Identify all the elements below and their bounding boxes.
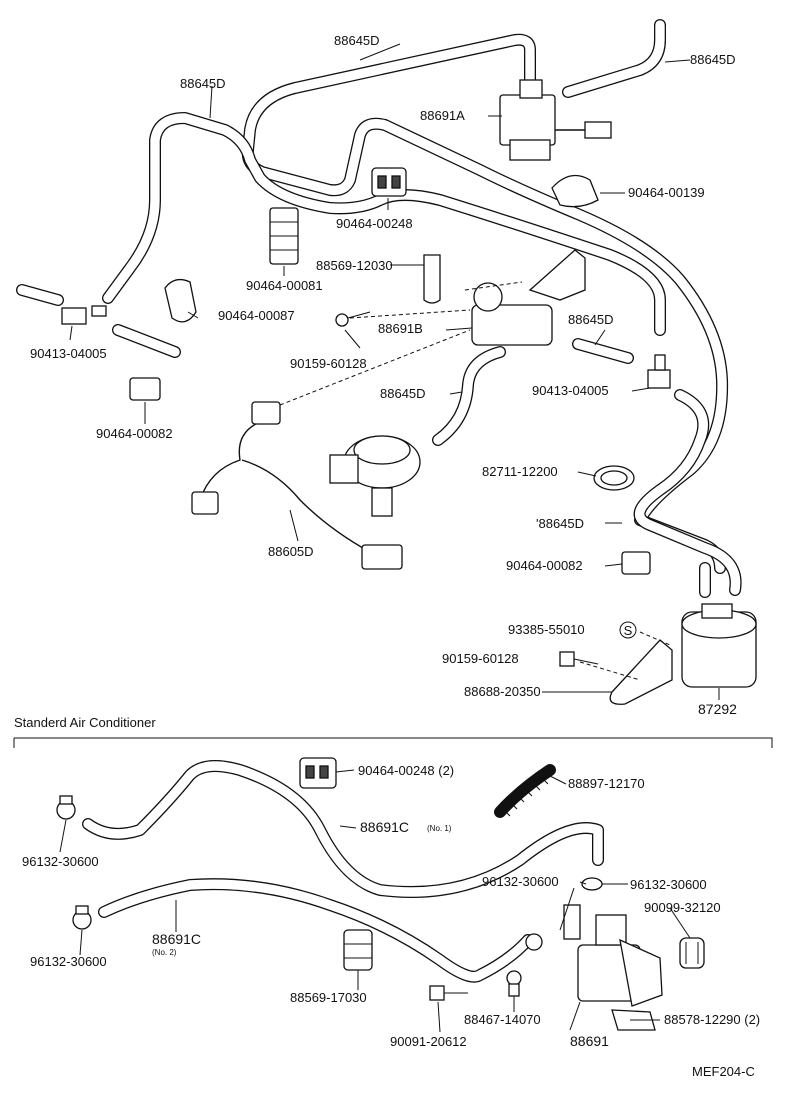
label-88645D-topright: 88645D (690, 52, 736, 67)
label-88691C-no2: 88691C (152, 931, 201, 947)
label-88645D-left: 88645D (180, 76, 226, 91)
hose-group-lower (82, 760, 604, 983)
section-bracket (13, 737, 773, 748)
label-90464-00082-left: 90464-00082 (96, 426, 173, 441)
clamp-96132-30600-a (56, 795, 76, 820)
label-90464-00087: 90464-00087 (218, 308, 295, 323)
clamp-96132-30600-d (72, 905, 92, 930)
clip-90464-00139 (551, 174, 599, 208)
bolt-88467-14070 (506, 970, 522, 997)
label-90413-04005-right: 90413-04005 (532, 383, 609, 398)
label-88691C-no1: 88691C (360, 819, 409, 835)
bolt-90159-60128-b (559, 651, 599, 667)
label-88569-17030: 88569-17030 (290, 990, 367, 1005)
dashed-line-s (639, 631, 671, 646)
bracket-88688-20350 (609, 639, 673, 705)
label-88691: 88691 (570, 1033, 609, 1049)
label-88688-20350: 88688-20350 (464, 684, 541, 699)
label-96132-30600-c: 96132-30600 (630, 877, 707, 892)
bolt-90091-20612 (429, 985, 468, 1001)
drawing-code: MEF204-C (692, 1064, 755, 1079)
label-93385-55010: 93385-55010 (508, 622, 585, 637)
dashed-line-vsv (464, 281, 523, 291)
vsv-88691 (563, 904, 663, 1007)
label-90464-00082-right: 90464-00082 (506, 558, 583, 573)
label-96132-30600-d: 96132-30600 (30, 954, 107, 969)
label-96132-30600-b: 96132-30600 (482, 874, 559, 889)
corrugated-hose-88897 (494, 764, 556, 818)
label-88691C-no2-sub: (No. 2) (152, 948, 177, 957)
label-90464-00248-2: 90464-00248 (2) (358, 763, 454, 778)
leader-lines-upper (69, 43, 720, 700)
clip-90464-00082-left (129, 377, 161, 401)
label-88691B: 88691B (378, 321, 423, 336)
clip-90464-00087 (164, 278, 197, 323)
labels-lower: 90464-00248 (2) 88897-12170 96132-30600 … (22, 763, 760, 1079)
canister-87292 (681, 603, 757, 688)
label-88691C-no1-sub: (No. 1) (427, 824, 452, 833)
valve-assembly (329, 435, 421, 517)
label-90464-00248: 90464-00248 (336, 216, 413, 231)
labels-upper: 88645D 88645D 88645D 88691A 90464-00139 … (30, 33, 737, 717)
dashed-line-harness (279, 329, 471, 406)
label-90464-00081: 90464-00081 (246, 278, 323, 293)
label-88645D-mid: 88645D (568, 312, 614, 327)
label-90099-32120: 90099-32120 (644, 900, 721, 915)
label-90091-20612: 90091-20612 (390, 1034, 467, 1049)
label-88691A: 88691A (420, 108, 465, 123)
clamp-96132-30600-c (525, 933, 543, 951)
label-88467-14070: 88467-14070 (464, 1012, 541, 1027)
label-96132-30600-a: 96132-30600 (22, 854, 99, 869)
tee-90413-04005-left (61, 305, 107, 325)
label-82711-12200: 82711-12200 (482, 464, 558, 479)
label-90159-60128-a: 90159-60128 (290, 356, 367, 371)
tee-90413-04005-right (647, 354, 671, 389)
clamp-82711-12200 (593, 465, 635, 491)
label-90413-04005-left: 90413-04005 (30, 346, 107, 361)
label-88645D-top: 88645D (334, 33, 380, 48)
s-mark-text: S (624, 623, 633, 638)
vsv-88691A (499, 79, 612, 161)
screw-90159-60128 (335, 311, 371, 327)
label-90464-00139: 90464-00139 (628, 185, 705, 200)
label-90159-60128-b: 90159-60128 (442, 651, 519, 666)
label-88605D: 88605D (268, 544, 314, 559)
clip-90464-00082-right (621, 551, 651, 575)
grommet-90099-32120 (679, 937, 705, 969)
clip-90464-00248-2 (299, 757, 337, 789)
label-88897-12170: 88897-12170 (568, 776, 645, 791)
clip-90464-00248 (371, 167, 407, 197)
harness-88605D (191, 401, 403, 570)
label-88645D-lower: '88645D (536, 516, 584, 531)
dashed-line-bolt (579, 661, 641, 681)
hose-group-upper (16, 19, 742, 598)
section-title: Standerd Air Conditioner (14, 715, 156, 730)
label-88569-12030: 88569-12030 (316, 258, 393, 273)
dashed-line-screw (349, 309, 471, 319)
label-88645D-midleft: 88645D (380, 386, 426, 401)
s-mark: S (619, 621, 637, 639)
label-87292: 87292 (698, 701, 737, 717)
clip-90464-00081 (269, 207, 299, 265)
clip-88569-17030 (343, 929, 373, 971)
vsv-88691B (471, 249, 586, 346)
leader-lines-lower (59, 769, 691, 1033)
bracket-88569-12030 (423, 254, 441, 304)
label-88578-12290: 88578-12290 (2) (664, 1012, 760, 1027)
